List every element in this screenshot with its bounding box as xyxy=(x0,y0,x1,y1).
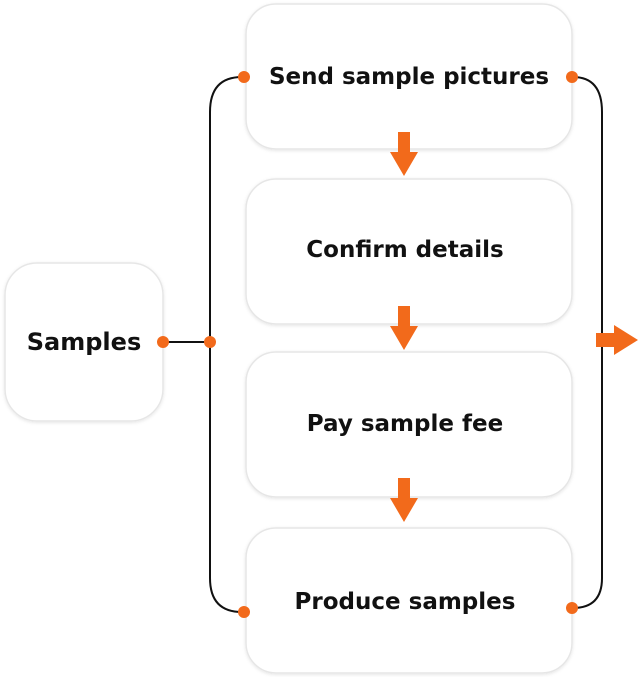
source-label: Samples xyxy=(27,328,141,356)
step-node-produce-samples: Produce samples xyxy=(245,527,573,674)
step-label: Produce samples xyxy=(295,589,516,615)
down-arrow-icon xyxy=(390,132,418,176)
connector-dot xyxy=(566,602,578,614)
down-arrow-icon xyxy=(390,478,418,522)
down-arrow-icon xyxy=(390,306,418,350)
step-node-pay-sample-fee: Pay sample fee xyxy=(245,351,573,498)
connector-dot xyxy=(204,336,216,348)
source-node: Samples xyxy=(4,262,164,422)
step-label: Send sample pictures xyxy=(269,64,549,90)
connector-dot xyxy=(566,71,578,83)
step-node-send-sample-pictures: Send sample pictures xyxy=(245,3,573,150)
step-box xyxy=(245,527,573,674)
step-label: Confirm details xyxy=(306,237,503,263)
step-label: Pay sample fee xyxy=(307,411,503,437)
connector-dot xyxy=(157,336,169,348)
right-arrow-icon xyxy=(596,325,638,355)
step-node-confirm-details: Confirm details xyxy=(245,178,573,325)
connector-dot xyxy=(238,606,250,618)
connector-dot xyxy=(238,71,250,83)
